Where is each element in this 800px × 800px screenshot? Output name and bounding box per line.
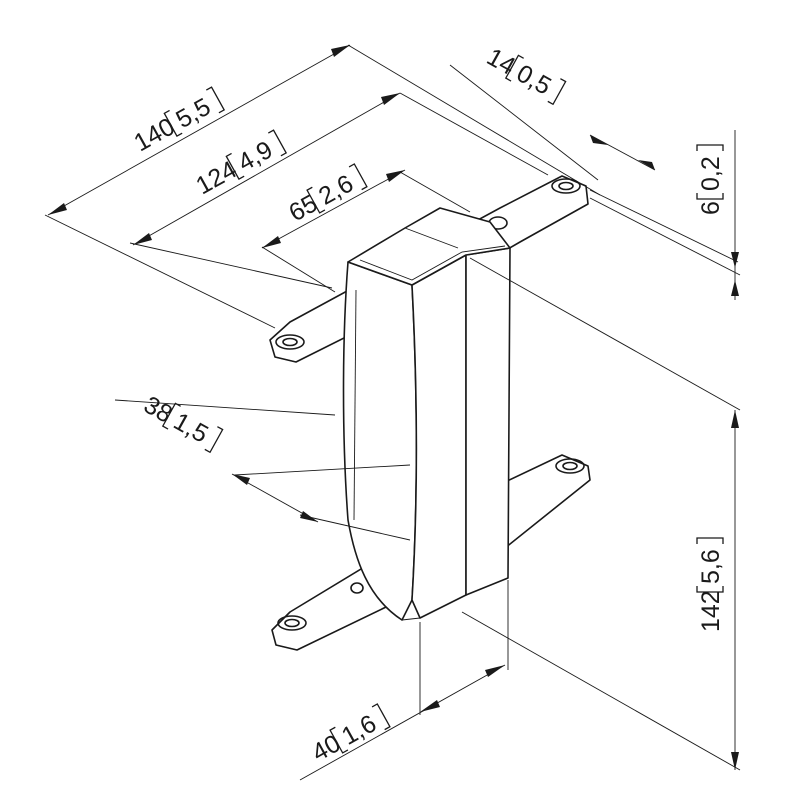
lower-arm-right-hole [555, 458, 585, 474]
dim-142-inch: 5,6 [697, 549, 725, 584]
extension-lines [44, 44, 741, 771]
dim-142-label: 142 5,6 [696, 537, 725, 632]
dim-14-inch: 0,5 [512, 59, 556, 100]
dimension-lines [47, 44, 739, 781]
upper-arm-right-hole [551, 178, 581, 194]
center-block [342, 207, 511, 621]
dim-38-label: 38 1,5 [139, 391, 224, 454]
dim-142-mm: 142 [697, 590, 725, 632]
dim-124-inch: 4,9 [233, 136, 277, 177]
bracket-part [269, 175, 591, 651]
lower-arm-left-hole [277, 615, 307, 631]
dim-124-mm: 124 [191, 155, 241, 200]
dim-14-line [589, 134, 656, 171]
dim-140-mm: 140 [129, 113, 179, 158]
dim-38-inch: 1,5 [169, 407, 213, 448]
dim-14-label: 14 0,5 [482, 43, 567, 106]
dim-6-label: 6 0,2 [696, 144, 725, 215]
dim-6-mm: 6 [697, 201, 725, 215]
dim-140-label: 140 5,5 [129, 86, 226, 158]
dim-65-inch: 2,6 [314, 169, 358, 210]
dim-65-line [261, 169, 406, 249]
dim-124-line [132, 92, 401, 246]
dim-140-inch: 5,5 [171, 93, 215, 134]
dim-40-inch: 1,6 [337, 709, 381, 750]
dim-40-line [299, 664, 506, 781]
upper-arm-left-hole [275, 334, 305, 350]
dim-65-label: 65 2,6 [284, 163, 368, 227]
dim-140-line [47, 44, 351, 216]
lower-arm-inner-hole [350, 582, 364, 594]
dim-6-inch: 0,2 [697, 156, 725, 191]
